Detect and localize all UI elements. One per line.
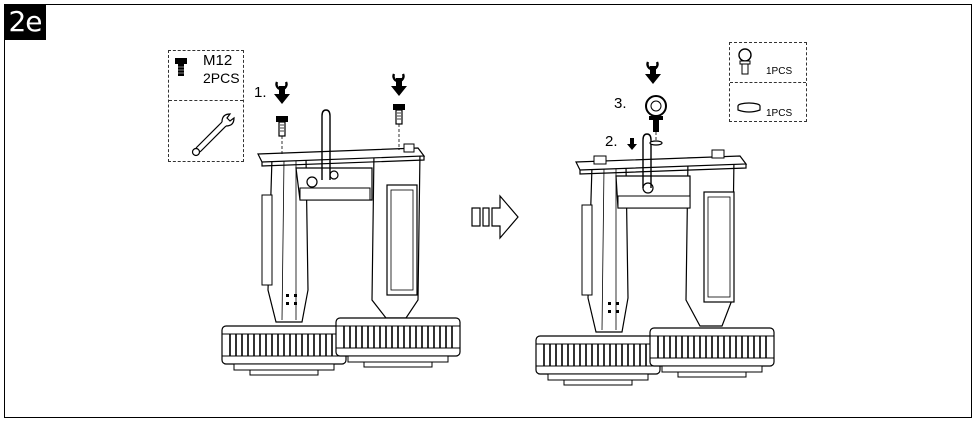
parts-divider — [169, 100, 243, 101]
bolt-icon — [175, 58, 187, 76]
eye-bolt-qty-label: 1PCS — [766, 66, 793, 77]
eye-bolt-icon — [738, 48, 752, 75]
left-assembly — [221, 104, 461, 376]
bolt-spec-label: M12 — [203, 52, 233, 69]
wrench-icon — [191, 113, 235, 157]
parts-divider — [730, 82, 806, 83]
diagram-frame — [4, 4, 972, 418]
next-arrow-icon — [471, 194, 519, 240]
eye-bolt-icon — [645, 95, 667, 141]
down-arrow-icon — [274, 66, 661, 150]
washer-icon — [737, 102, 761, 113]
washer-qty-label: 1PCS — [766, 108, 793, 119]
rotate-arrow-icon — [275, 61, 659, 91]
step1-label: 1. — [254, 84, 267, 101]
right-parts-box — [729, 42, 807, 122]
bolt-icon — [393, 104, 405, 150]
bolt-icon — [276, 116, 288, 156]
left-parts-box — [168, 50, 244, 162]
step-badge: 2e — [4, 4, 46, 40]
step2-label: 2. — [605, 133, 618, 150]
step3-label: 3. — [614, 95, 627, 112]
right-assembly — [535, 95, 775, 386]
bolt-qty-label: 2PCS — [203, 70, 240, 86]
